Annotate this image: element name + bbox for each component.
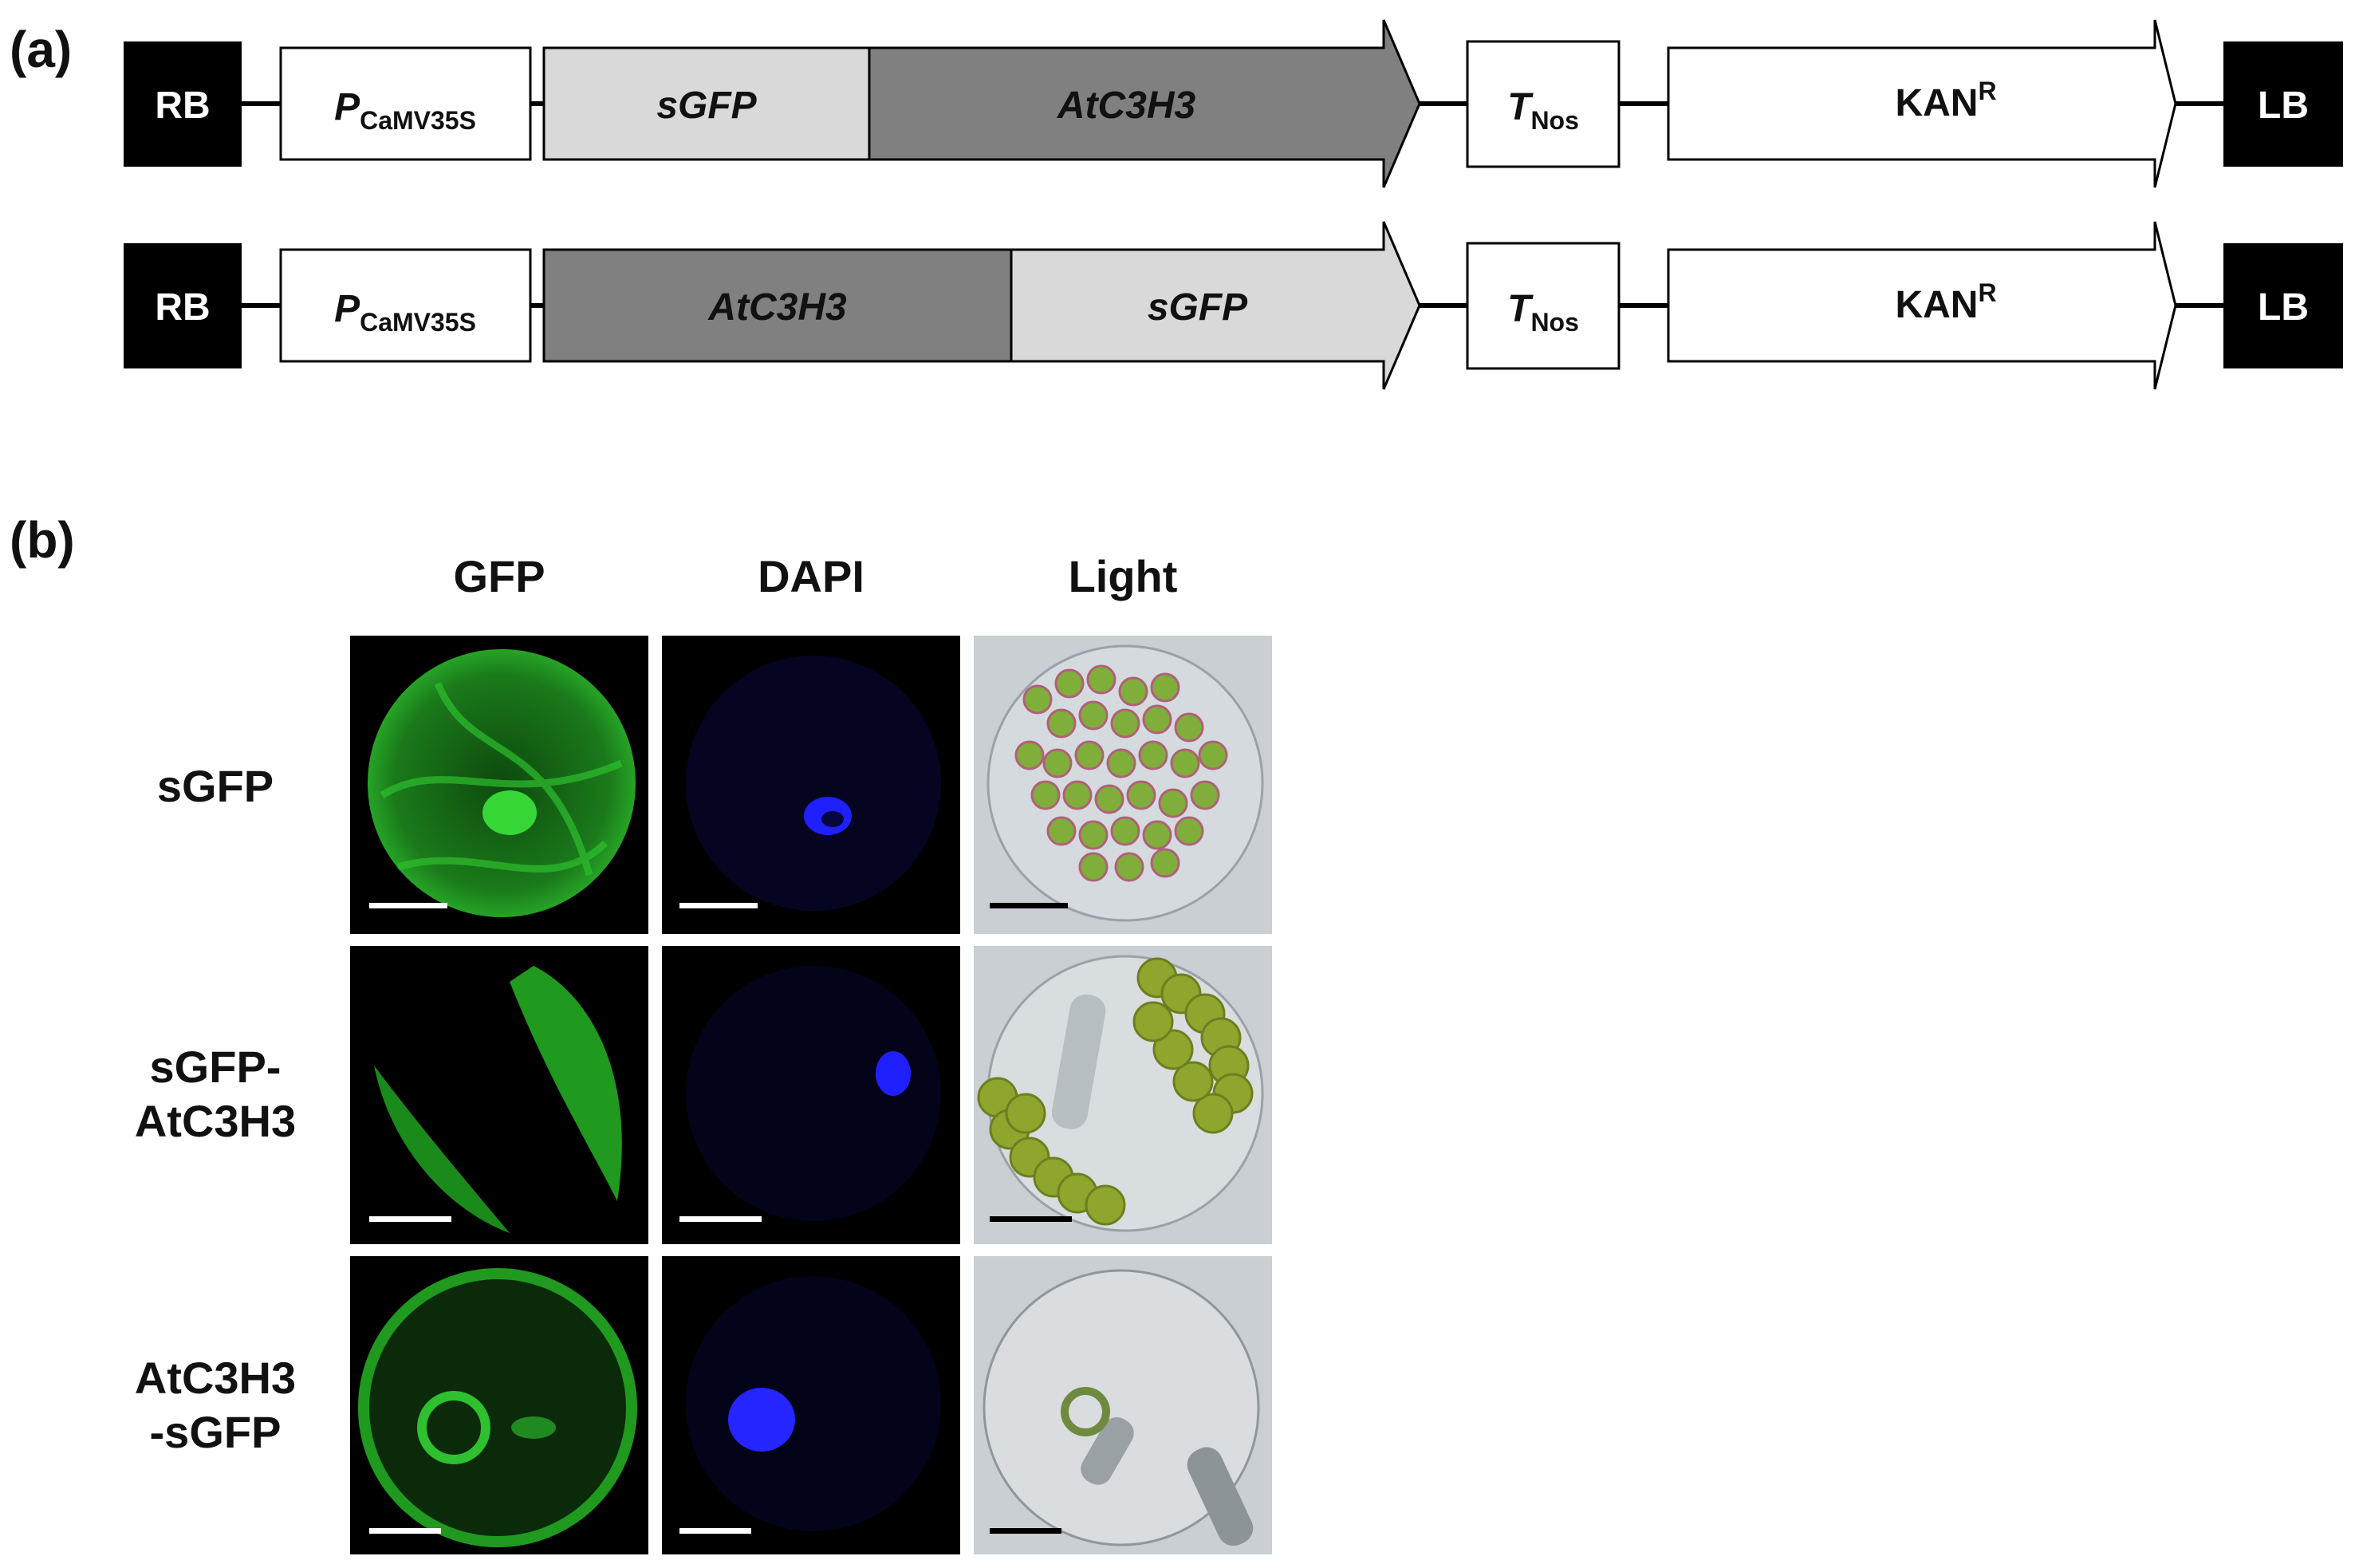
marker-arrow xyxy=(1667,19,2177,188)
chloroplast xyxy=(1085,1184,1126,1226)
fusion-label-1: sGFP xyxy=(656,85,757,127)
scale-bar xyxy=(369,1216,451,1222)
column-header-dapi: DAPI xyxy=(758,551,864,601)
scale-bar xyxy=(679,1528,751,1534)
image-sgfp-dapi xyxy=(662,636,960,934)
terminator-label: TNos xyxy=(1507,86,1579,135)
marker-label: KANR xyxy=(1895,278,1996,326)
chloroplast xyxy=(1126,780,1156,810)
chloroplast xyxy=(1114,852,1144,882)
chloroplast xyxy=(1005,1093,1046,1134)
scale-bar xyxy=(369,903,447,908)
fusion-segment-1 xyxy=(542,46,871,161)
image-sgfp-gfp xyxy=(350,636,648,934)
lb-label: LB xyxy=(2258,85,2309,127)
chloroplast xyxy=(1078,820,1109,850)
chloroplast xyxy=(1054,668,1085,699)
image-sgfp-atc3h3-light xyxy=(974,946,1272,1244)
chloroplast xyxy=(1170,748,1200,778)
chloroplast xyxy=(1046,708,1077,739)
panel-a-label: (a) xyxy=(10,21,73,78)
row-label-atc3h3-sgfp: AtC3H3 -sGFP xyxy=(96,1351,335,1460)
fusion-label-1: AtC3H3 xyxy=(707,286,847,329)
promoter-box xyxy=(279,46,532,161)
image-sgfp-atc3h3-gfp xyxy=(350,946,648,1244)
chloroplast xyxy=(1046,816,1077,846)
construct-2-map: RB PCaMV35S AtC3H3 sGFP TNos KANR LB xyxy=(124,221,2343,390)
chloroplast xyxy=(1074,740,1105,770)
row-label-line: AtC3H3 xyxy=(134,1096,297,1146)
fusion-label-2: sGFP xyxy=(1148,286,1248,329)
fusion-segment-1 xyxy=(542,248,1013,363)
terminator-box xyxy=(1466,242,1621,370)
row-label-line: sGFP- xyxy=(149,1042,282,1092)
promoter-label: PCaMV35S xyxy=(334,288,476,337)
chloroplast xyxy=(1030,780,1061,810)
image-sgfp-atc3h3-dapi xyxy=(662,946,960,1244)
panel-b-label: (b) xyxy=(10,511,75,569)
chloroplast xyxy=(1142,820,1172,850)
chloroplast xyxy=(1152,1029,1194,1070)
lb-label: LB xyxy=(2258,286,2309,329)
chloroplast xyxy=(1110,816,1140,846)
column-header-gfp: GFP xyxy=(453,551,545,601)
chloroplast xyxy=(1150,672,1180,703)
chloroplast xyxy=(1158,788,1188,818)
fusion-label-2: AtC3H3 xyxy=(1057,85,1196,127)
chloroplast xyxy=(1110,708,1140,739)
fusion-segment-2-arrow xyxy=(1010,221,1421,390)
chloroplast xyxy=(1138,740,1168,770)
chloroplast xyxy=(1042,748,1073,778)
scale-bar xyxy=(990,1528,1061,1534)
rb-box xyxy=(124,41,242,167)
row-label-sgfp: sGFP xyxy=(96,759,335,814)
row-label-line: -sGFP xyxy=(149,1407,282,1457)
chloroplast xyxy=(1078,700,1109,731)
chloroplast xyxy=(1062,780,1093,810)
marker-arrow xyxy=(1667,221,2177,390)
chloroplast xyxy=(1142,704,1172,735)
chloroplast xyxy=(1014,740,1045,770)
promoter-label: PCaMV35S xyxy=(334,86,476,135)
marker-label: KANR xyxy=(1895,77,1996,124)
construct-1-map: RB PCaMV35S sGFP AtC3H3 TNos KANR LB xyxy=(124,19,2343,188)
row-label-line: AtC3H3 xyxy=(134,1353,297,1403)
scale-bar xyxy=(679,903,758,908)
row-label-line: sGFP xyxy=(156,761,274,811)
image-atc3h3-sgfp-light xyxy=(974,1256,1272,1554)
chloroplast xyxy=(1192,1093,1234,1134)
scale-bar xyxy=(990,903,1068,908)
chloroplast xyxy=(1198,740,1228,770)
promoter-box xyxy=(279,248,532,363)
chloroplast xyxy=(1118,676,1148,707)
scale-bar xyxy=(679,1216,762,1222)
rb-box xyxy=(124,243,242,368)
terminator-box xyxy=(1466,40,1621,168)
chloroplast xyxy=(1106,748,1136,778)
column-header-light: Light xyxy=(1068,551,1178,601)
terminator-label: TNos xyxy=(1507,288,1579,337)
rb-label: RB xyxy=(155,286,210,329)
fusion-segment-2-arrow xyxy=(868,19,1421,188)
lb-box xyxy=(2223,243,2343,368)
chloroplast xyxy=(1172,1061,1214,1102)
chloroplast xyxy=(1150,848,1180,878)
chloroplast xyxy=(1086,664,1116,695)
scale-bar xyxy=(990,1216,1072,1222)
scale-bar xyxy=(369,1528,441,1534)
chloroplast xyxy=(1174,712,1204,743)
chloroplast xyxy=(1190,780,1220,810)
image-atc3h3-sgfp-gfp xyxy=(350,1256,648,1554)
chloroplast xyxy=(1078,852,1109,882)
lb-box xyxy=(2223,41,2343,167)
image-atc3h3-sgfp-dapi xyxy=(662,1256,960,1554)
chloroplast xyxy=(1022,684,1053,715)
image-sgfp-light xyxy=(974,636,1272,934)
rb-label: RB xyxy=(155,85,210,127)
chloroplast xyxy=(1174,816,1204,846)
chloroplast xyxy=(1094,784,1124,814)
row-label-sgfp-atc3h3: sGFP- AtC3H3 xyxy=(96,1040,335,1148)
chloroplast xyxy=(1132,1001,1174,1042)
